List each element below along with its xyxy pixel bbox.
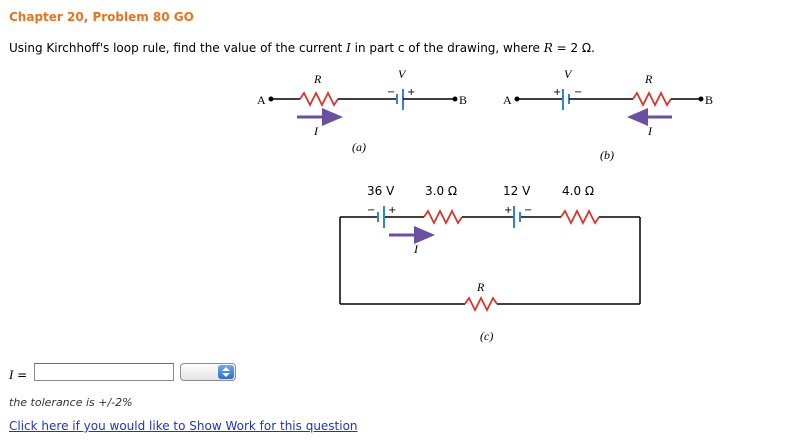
resistor-r <box>632 90 672 108</box>
select-arrows-icon <box>218 365 234 379</box>
figure-a: A B R V − + I (a) <box>257 67 467 154</box>
resistor-r-label: R <box>476 280 485 294</box>
question-part-3: = 2 Ω. <box>552 41 595 55</box>
problem-heading: Chapter 20, Problem 80 GO <box>9 10 194 24</box>
tolerance-text: the tolerance is +/-2% <box>9 396 133 409</box>
current-i-label: I <box>313 124 319 138</box>
answer-label: I = <box>9 367 27 383</box>
answer-input[interactable] <box>34 363 174 381</box>
question-var-i: I <box>346 41 351 55</box>
terminal-b-label: B <box>705 93 713 107</box>
circuit-drawing: A B R V − + I (a) A B V R + − I (b) <box>257 67 713 343</box>
units-select[interactable] <box>180 363 236 381</box>
figure-c: − + 36 V 3.0 Ω + − 12 V 4.0 Ω I R (c) <box>339 184 641 343</box>
question-text: Using Kirchhoff's loop rule, find the va… <box>9 41 595 55</box>
terminal-b-dot <box>452 96 458 102</box>
resistor-4ohm <box>560 208 600 226</box>
minus-sign: − <box>387 87 395 98</box>
r2-label: 4.0 Ω <box>562 184 594 198</box>
terminal-b-dot <box>698 96 704 102</box>
resistor-r-label: R <box>644 72 653 86</box>
terminal-a-label: A <box>503 93 512 107</box>
caption-a: (a) <box>352 140 366 154</box>
minus-sign: − <box>367 205 375 216</box>
answer-eq: = <box>13 368 28 382</box>
minus-sign: − <box>524 205 532 216</box>
current-i-label: I <box>647 124 653 138</box>
question-var-r: R <box>543 41 553 55</box>
resistor-r-label: R <box>313 72 322 86</box>
plus-sign: + <box>553 87 561 98</box>
caption-c: (c) <box>480 329 493 343</box>
show-work-link[interactable]: Click here if you would like to Show Wor… <box>9 419 358 433</box>
emf-12v-label: 12 V <box>503 184 531 198</box>
answer-var: I <box>9 367 14 382</box>
caption-b: (b) <box>600 148 614 162</box>
r1-label: 3.0 Ω <box>425 184 457 198</box>
question-part-1: Using Kirchhoff's loop rule, find the va… <box>9 41 347 55</box>
plus-sign: + <box>407 87 415 98</box>
figure-b: A B V R + − I (b) <box>503 67 713 162</box>
question-part-2: in part c of the drawing, where <box>350 41 544 55</box>
plus-sign: + <box>388 205 396 216</box>
emf-36v-label: 36 V <box>367 184 395 198</box>
resistor-r <box>464 295 498 313</box>
resistor-r <box>299 90 339 108</box>
terminal-b-label: B <box>459 93 467 107</box>
current-i-label: I <box>413 242 419 256</box>
plus-sign: + <box>504 205 512 216</box>
voltage-v-label: V <box>564 67 573 81</box>
terminal-a-label: A <box>257 93 266 107</box>
resistor-3ohm <box>423 208 463 226</box>
minus-sign: − <box>574 87 582 98</box>
voltage-v-label: V <box>398 67 407 81</box>
